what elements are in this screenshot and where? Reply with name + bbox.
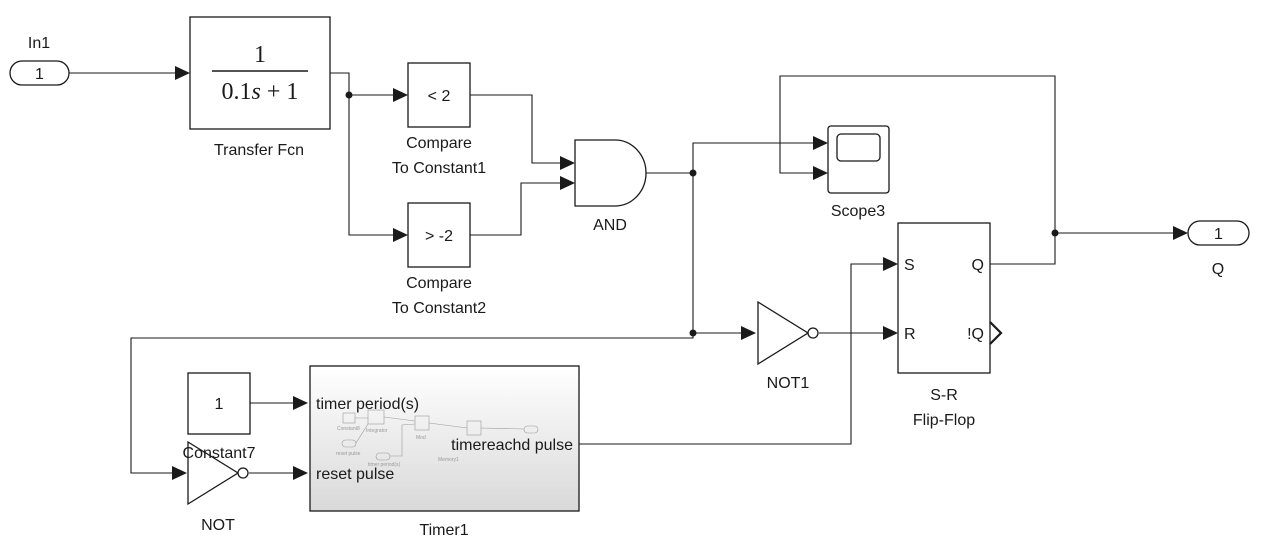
timer-port-out: timereachd pulse: [451, 437, 573, 454]
sr-port-s: S: [904, 257, 915, 274]
outport-q[interactable]: 1 Q: [1187, 220, 1250, 278]
sr-port-nq: !Q: [967, 326, 984, 343]
not-bubble: [237, 467, 249, 479]
constant7-value: 1: [215, 396, 224, 413]
compare2-label-line2: To Constant2: [392, 300, 486, 317]
not-label: NOT: [201, 517, 235, 534]
and-gate-block[interactable]: AND: [574, 139, 647, 234]
not1-gate-block[interactable]: NOT1: [757, 300, 819, 392]
and-label: AND: [593, 217, 627, 234]
line-cmp2-and[interactable]: [470, 182, 565, 236]
compare2-label-line1: Compare: [406, 275, 472, 292]
inport-label: In1: [28, 35, 50, 52]
not1-bubble: [807, 327, 819, 339]
inport-in1[interactable]: 1 In1: [9, 35, 70, 86]
line-tf-branch[interactable]: [330, 72, 350, 95]
compare1-expr: < 2: [428, 88, 451, 105]
svg-text:reset pulse: reset pulse: [336, 451, 361, 457]
sr-label-line2: Flip-Flop: [913, 412, 975, 429]
timer-port-reset: reset pulse: [316, 466, 394, 483]
inport-port-number: 1: [35, 66, 44, 83]
not-gate-block[interactable]: NOT: [187, 440, 249, 534]
svg-text:timer period(s): timer period(s): [368, 462, 401, 468]
svg-text:Constant8: Constant8: [337, 426, 360, 432]
tf-denominator: 0.1s + 1: [222, 79, 299, 105]
subsystem-preview: Constant8 Integrator reset pulse timer p…: [336, 409, 539, 468]
sr-port-q: Q: [972, 257, 984, 274]
scope3-label: Scope3: [831, 203, 885, 220]
sr-port-r: R: [904, 326, 916, 343]
compare-to-constant1-block[interactable]: < 2 Compare To Constant1: [392, 62, 486, 177]
sr-label-line1: S-R: [930, 387, 958, 404]
compare1-label-line1: Compare: [406, 135, 472, 152]
tf-label: Transfer Fcn: [214, 142, 304, 159]
transfer-fcn-block[interactable]: 1 0.1s + 1 Transfer Fcn: [189, 16, 331, 159]
scope-screen-icon: [836, 133, 881, 162]
svg-text:Integrator: Integrator: [366, 428, 388, 434]
tf-numerator: 1: [254, 42, 266, 68]
scope3-block[interactable]: Scope3: [827, 125, 890, 220]
line-timer-s[interactable]: [579, 263, 888, 445]
compare1-label-line2: To Constant1: [392, 160, 486, 177]
svg-text:Mod: Mod: [416, 435, 426, 441]
not1-label: NOT1: [767, 375, 810, 392]
constant7-block[interactable]: 1 Constant7: [183, 372, 256, 462]
timer1-subsystem-block[interactable]: Constant8 Integrator reset pulse timer p…: [309, 365, 580, 539]
line-cmp1-and[interactable]: [470, 94, 565, 164]
signal-lines: [69, 66, 1188, 480]
timer1-label: Timer1: [419, 522, 468, 539]
constant7-label: Constant7: [183, 445, 256, 462]
compare2-expr: > -2: [425, 228, 453, 245]
svg-text:Memory1: Memory1: [438, 457, 459, 463]
timer-port-period: timer period(s): [316, 396, 419, 413]
compare-to-constant2-block[interactable]: > -2 Compare To Constant2: [392, 202, 486, 317]
sr-flip-flop-block[interactable]: S R Q !Q S-R Flip-Flop: [897, 222, 1003, 429]
chevron-right-icon: [989, 321, 1003, 345]
line-q-out[interactable]: [990, 233, 1056, 265]
outport-label: Q: [1212, 261, 1224, 278]
outport-port-number: 1: [1214, 226, 1223, 243]
line-feedback-not[interactable]: [130, 333, 694, 474]
